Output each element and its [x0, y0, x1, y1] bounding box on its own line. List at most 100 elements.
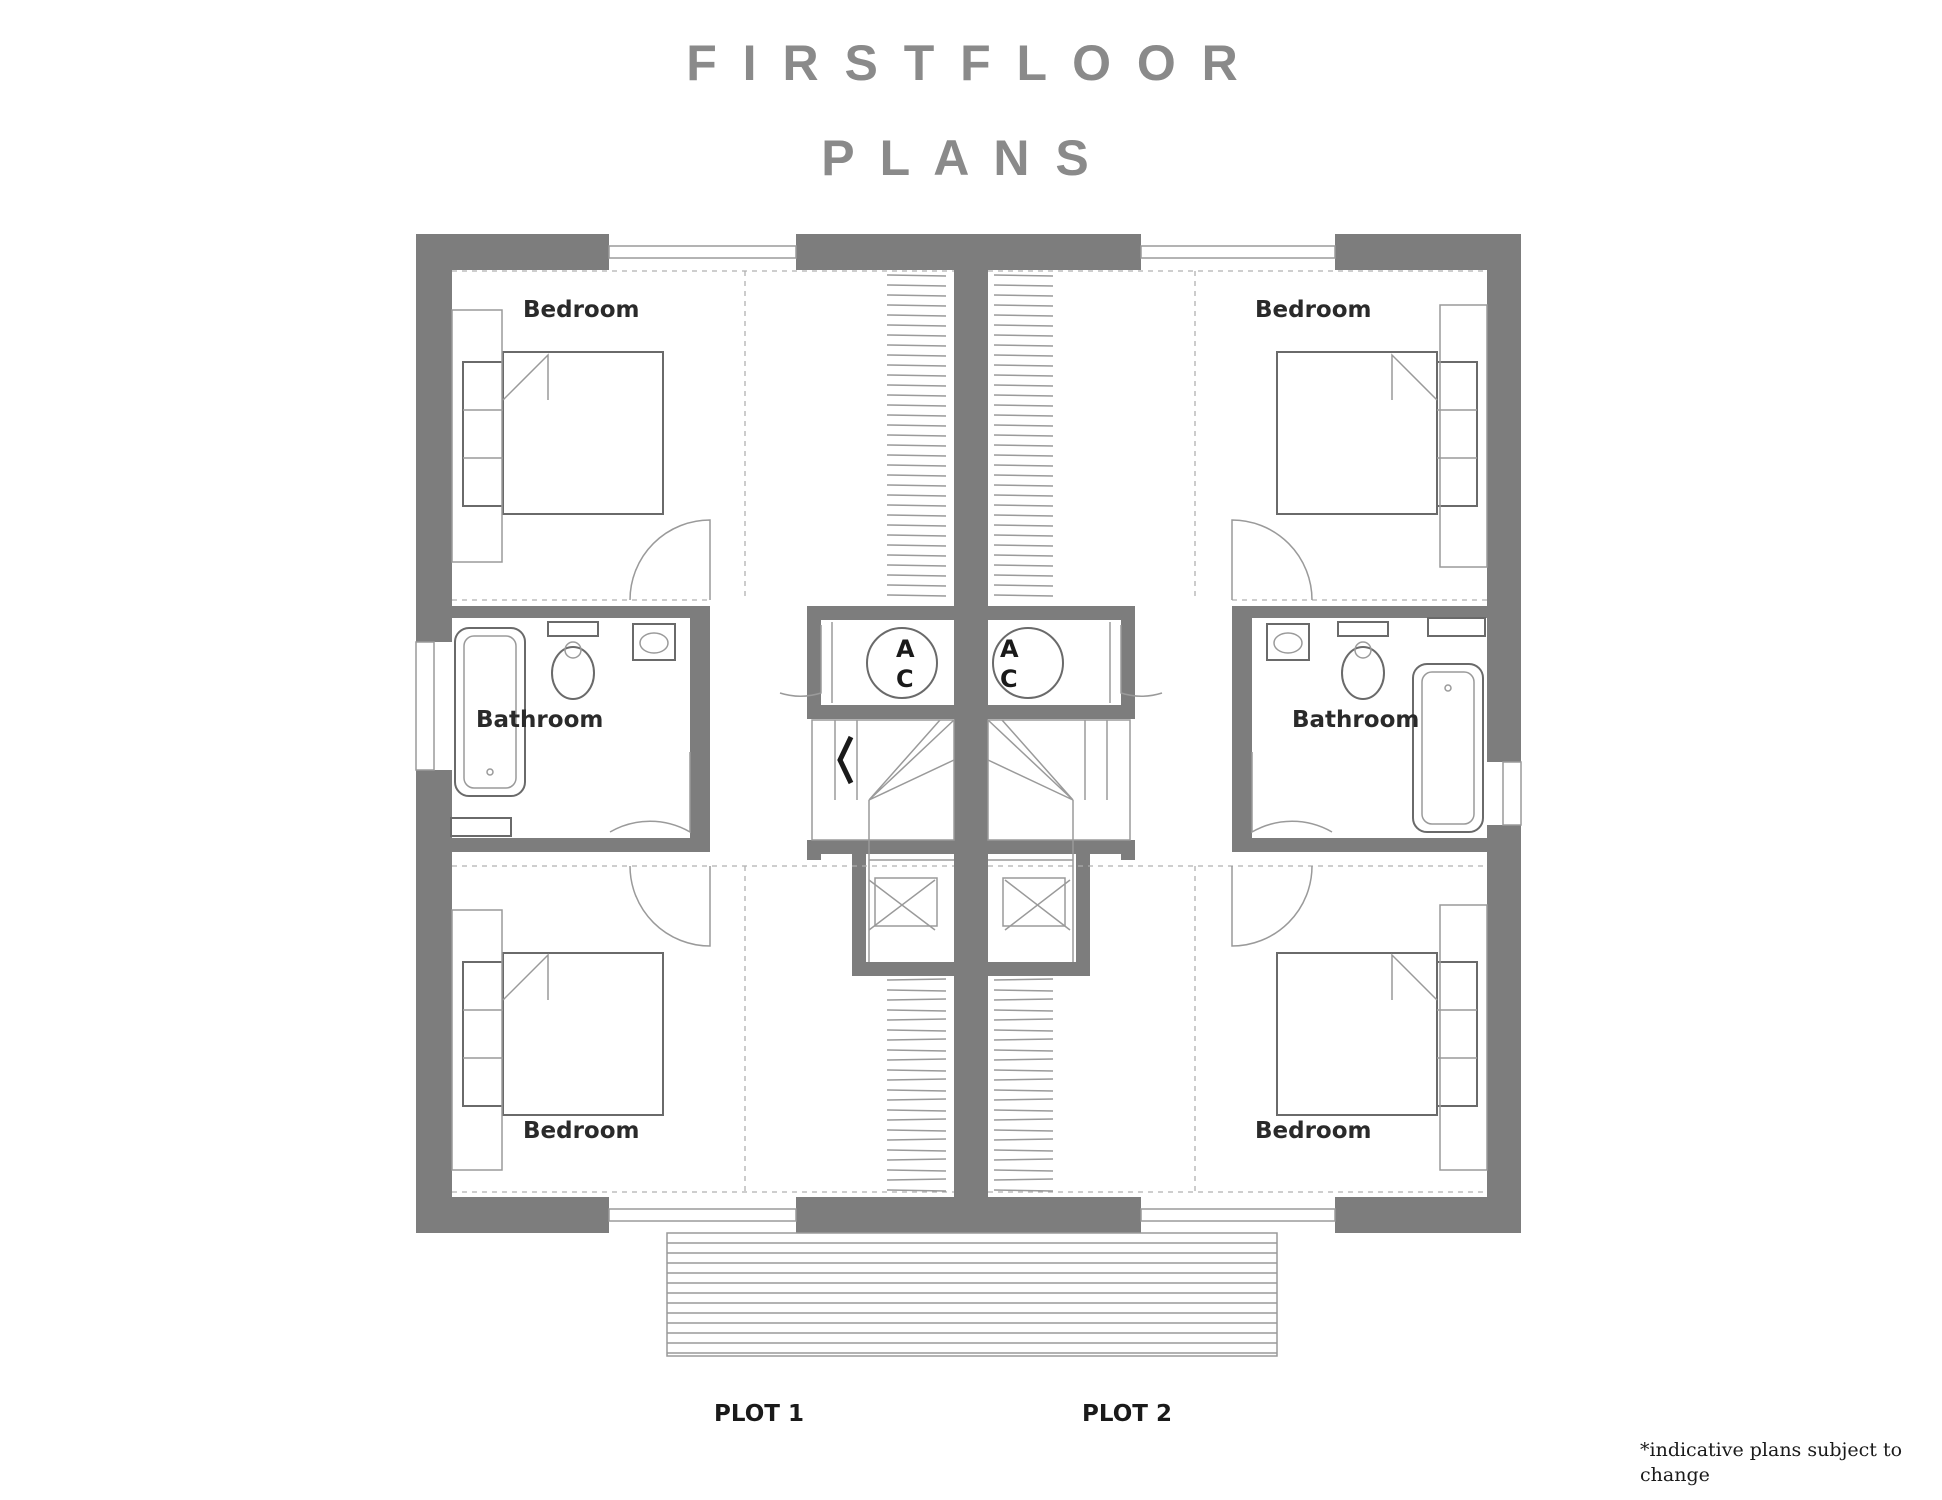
vent-line [993, 374, 1054, 377]
disclaimer-note-line-2: change [1640, 1464, 1710, 1486]
vent-line [993, 504, 1054, 507]
vent-line [886, 444, 947, 447]
vent-line [886, 584, 947, 587]
vent-line [886, 514, 947, 517]
bed-plot1-top [451, 309, 664, 563]
title-line-2: P L A N S [821, 130, 1095, 186]
vent-line [993, 1149, 1054, 1152]
vent-line [993, 1178, 1054, 1181]
vent-line [993, 454, 1054, 457]
room-label-plot2-bedroom-top: Bedroom [1255, 297, 1372, 323]
doors [609, 519, 1333, 947]
vent-line [993, 464, 1054, 467]
stairs-plot2 [987, 719, 1131, 962]
vent-line [886, 1158, 947, 1161]
vent-line [993, 534, 1054, 537]
plot-label-2: PLOT 2 [1082, 1401, 1172, 1427]
room-label-plot2-bedroom-bottom: Bedroom [1255, 1118, 1372, 1144]
vent-line [993, 384, 1054, 387]
vent-line [993, 564, 1054, 567]
title-line-1: F I R S T F L O O R [686, 35, 1244, 91]
vent-line [993, 1069, 1054, 1072]
vent-line [886, 544, 947, 547]
vent-line [993, 294, 1054, 297]
vent-line [886, 334, 947, 337]
vent-line [886, 1118, 947, 1121]
vent-line [886, 424, 947, 427]
bed-plot2-bottom [1276, 904, 1488, 1171]
vent-line [886, 364, 947, 367]
vent-line [886, 474, 947, 477]
vent-line [886, 564, 947, 567]
vent-line [993, 274, 1054, 277]
vent-line [993, 1169, 1054, 1172]
bathroom-fixtures-plot2 [1266, 617, 1486, 833]
vent-line [993, 304, 1054, 307]
vent-line [886, 1109, 947, 1112]
vent-line [993, 544, 1054, 547]
vent-line [993, 524, 1054, 527]
vent-line [993, 394, 1054, 397]
eaves-lines [452, 270, 1487, 1193]
vent-line [993, 284, 1054, 287]
vent-line [993, 434, 1054, 437]
vent-line [886, 1129, 947, 1132]
vent-line [993, 1089, 1054, 1092]
cupboard-cylinders [831, 622, 1111, 703]
vent-line [886, 1029, 947, 1032]
vent-line [993, 1029, 1054, 1032]
vent-line [993, 594, 1054, 597]
vent-line [886, 989, 947, 992]
vent-line [886, 294, 947, 297]
vent-line [886, 414, 947, 417]
vent-line [886, 978, 947, 981]
vent-line [993, 424, 1054, 427]
vent-line [886, 1089, 947, 1092]
vent-line [993, 574, 1054, 577]
vent-line [993, 989, 1054, 992]
vent-line [886, 1078, 947, 1081]
vent-line [886, 374, 947, 377]
vent-line [993, 1158, 1054, 1161]
vent-line [886, 1069, 947, 1072]
room-label-plot1-bedroom-top: Bedroom [523, 297, 640, 323]
vent-line [886, 434, 947, 437]
vent-line [886, 394, 947, 397]
vent-line [886, 1149, 947, 1152]
vent-line [993, 1038, 1054, 1041]
bed-plot2-top [1276, 304, 1488, 568]
vent-line [886, 314, 947, 317]
vent-line [993, 514, 1054, 517]
vent-line [886, 284, 947, 287]
vent-line [886, 304, 947, 307]
vent-line [993, 554, 1054, 557]
cupboard-label-plot2-c: C [1000, 665, 1018, 693]
plot-label-1: PLOT 1 [714, 1401, 804, 1427]
vent-line [886, 1009, 947, 1012]
vent-line [993, 1118, 1054, 1121]
vent-line [886, 574, 947, 577]
vent-line [886, 504, 947, 507]
vent-line [886, 354, 947, 357]
vent-line [993, 494, 1054, 497]
vent-line [886, 534, 947, 537]
bathroom-fixtures-plot1 [450, 621, 676, 837]
disclaimer-note-line-1: *indicative plans subject to [1640, 1439, 1902, 1461]
room-label-plot1-bedroom-bottom: Bedroom [523, 1118, 640, 1144]
stair-direction-arrow-icon [837, 735, 854, 785]
vent-line [993, 1049, 1054, 1052]
vent-line [886, 1098, 947, 1101]
vent-line [993, 324, 1054, 327]
vent-line [993, 978, 1054, 981]
vent-line [993, 998, 1054, 1001]
outer-walls [416, 234, 1521, 1233]
vent-line [886, 524, 947, 527]
vent-line [993, 474, 1054, 477]
vent-line [886, 1189, 947, 1192]
vent-line [993, 584, 1054, 587]
vent-line [886, 554, 947, 557]
vent-line [993, 444, 1054, 447]
vent-line [993, 1009, 1054, 1012]
vent-line [993, 1129, 1054, 1132]
vent-line [886, 1169, 947, 1172]
